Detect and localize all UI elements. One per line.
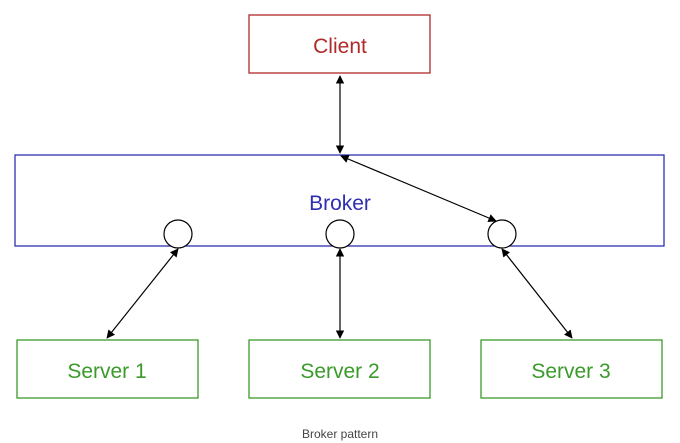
server-3-box (480, 339, 663, 399)
server-1-node: Server 1 (16, 339, 199, 399)
broker-label: Broker (309, 192, 371, 215)
broker-port-3 (487, 219, 517, 249)
arrow-port-1-server-1 (106, 248, 179, 339)
client-node: Client (248, 14, 431, 74)
server-3-node: Server 3 (480, 339, 663, 399)
arrow-broker-port-3 (340, 155, 497, 222)
client-box (248, 14, 431, 74)
client-label: Client (313, 35, 367, 58)
diagram-caption: Broker pattern (301, 427, 379, 441)
server-3-label: Server 3 (531, 360, 610, 383)
server-1-box (16, 339, 199, 399)
arrow-port-3-server-3 (501, 248, 573, 339)
server-1-label: Server 1 (67, 360, 146, 383)
server-2-box (248, 339, 431, 399)
broker-port-1 (163, 219, 193, 249)
broker-port-2 (325, 219, 355, 249)
server-2-label: Server 2 (300, 360, 379, 383)
server-2-node: Server 2 (248, 339, 431, 399)
